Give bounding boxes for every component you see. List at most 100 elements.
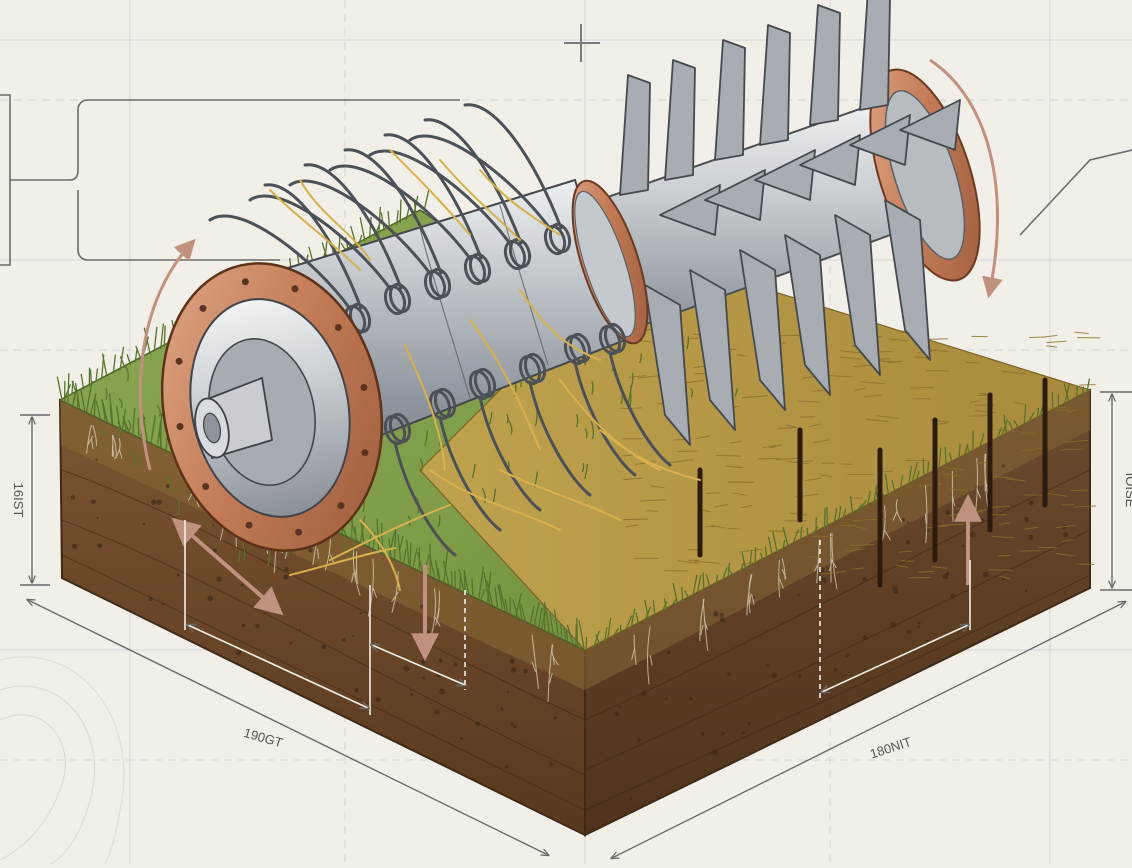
soil-pebble: [71, 495, 76, 500]
soil-pebble: [637, 698, 639, 700]
soil-pebble: [689, 697, 693, 701]
soil-pebble: [918, 622, 921, 625]
soil-pebble: [422, 677, 425, 680]
grass-blade: [544, 606, 545, 631]
flange-bolt: [295, 529, 302, 536]
soil-pebble: [926, 640, 928, 642]
soil-pebble: [1028, 535, 1033, 540]
soil-pebble: [434, 709, 439, 714]
soil-pebble: [834, 668, 838, 672]
grass-blade: [703, 572, 704, 589]
grass-blade: [95, 396, 96, 416]
soil-pebble: [212, 525, 214, 527]
flange-bolt: [361, 449, 368, 456]
soil-pebble: [355, 688, 359, 692]
grass-blade: [164, 325, 165, 346]
thatch-fiber: [1076, 564, 1094, 565]
grass-blade: [90, 369, 91, 384]
soil-pebble: [95, 458, 97, 460]
soil-pebble: [720, 617, 725, 622]
grass-blade: [81, 374, 83, 389]
soil-pebble: [97, 543, 102, 548]
flange-bolt: [176, 358, 183, 365]
soil-pebble: [91, 499, 96, 504]
soil-pebble: [72, 544, 78, 550]
soil-pebble: [513, 725, 517, 729]
soil-pebble: [284, 567, 288, 571]
soil-pebble: [700, 732, 704, 736]
soil-pebble: [507, 691, 510, 694]
thatch-fiber: [966, 362, 980, 363]
soil-pebble: [549, 762, 553, 766]
grass-root: [112, 435, 113, 457]
flange-bolt: [360, 384, 367, 391]
slicing-blade: [665, 60, 695, 180]
soil-pebble: [946, 572, 949, 575]
flange-bolt: [338, 502, 345, 509]
soil-pebble: [767, 664, 769, 666]
thatch-fiber: [901, 561, 914, 562]
soil-pebble: [945, 510, 950, 515]
thatch-fiber: [759, 458, 781, 459]
soil-pebble: [906, 630, 911, 635]
soil-pebble: [523, 669, 528, 674]
soil-pebble: [352, 635, 354, 637]
soil-pebble: [1024, 517, 1029, 522]
flange-bolt: [199, 305, 206, 312]
soil-pebble: [970, 531, 976, 537]
soil-pebble: [217, 576, 222, 581]
soil-pebble: [162, 602, 165, 605]
soil-pebble: [410, 693, 413, 696]
grass-blade: [561, 624, 562, 637]
slicing-blade: [810, 5, 840, 125]
soil-pebble: [727, 672, 731, 676]
slicing-blade: [760, 25, 790, 145]
thatch-fiber: [840, 525, 856, 526]
soil-pebble: [918, 626, 920, 628]
crosshair-mark: [564, 24, 600, 62]
thatch-fiber: [1046, 346, 1056, 347]
grass-blade: [352, 516, 353, 537]
soil-pebble: [236, 650, 242, 656]
soil-pebble: [906, 540, 910, 544]
soil-pebble: [894, 589, 899, 594]
grass-blade: [577, 618, 578, 646]
soil-pebble: [798, 674, 802, 678]
soil-pebble: [720, 613, 724, 617]
soil-pebble: [207, 596, 213, 602]
soil-pebble: [321, 645, 326, 650]
soil-pebble: [1029, 500, 1034, 505]
soil-pebble: [177, 573, 180, 576]
soil-pebble: [255, 624, 259, 628]
soil-pebble: [771, 673, 776, 678]
thatch-fiber: [1075, 332, 1089, 333]
flange-bolt: [335, 324, 342, 331]
soil-pebble: [504, 765, 508, 769]
grass-blade: [410, 543, 411, 566]
soil-pebble: [460, 737, 463, 740]
left-height-label: 16IST: [11, 483, 26, 518]
soil-pebble: [438, 658, 442, 662]
soil-pebble: [151, 499, 156, 504]
soil-pebble: [822, 578, 827, 583]
soil-pebble: [618, 706, 620, 708]
grass-blade: [472, 579, 473, 597]
soil-pebble: [149, 597, 153, 601]
grass-blade: [945, 447, 946, 465]
slicing-blade: [620, 75, 650, 195]
bottom-right-length-label: 180NIT: [868, 734, 913, 761]
soil-pebble: [554, 716, 558, 720]
soil-pebble: [1063, 532, 1068, 537]
soil-pebble: [1025, 590, 1028, 593]
grass-blade: [576, 624, 577, 645]
soil-pebble: [665, 697, 668, 700]
grass-blade: [154, 327, 157, 352]
flange-bolt: [242, 278, 249, 285]
soil-pebble: [421, 659, 426, 664]
slicing-blade: [860, 0, 890, 110]
soil-pebble: [341, 638, 345, 642]
soil-pebble: [453, 662, 457, 666]
soil-pebble: [157, 499, 162, 504]
soil-pebble: [299, 629, 301, 631]
